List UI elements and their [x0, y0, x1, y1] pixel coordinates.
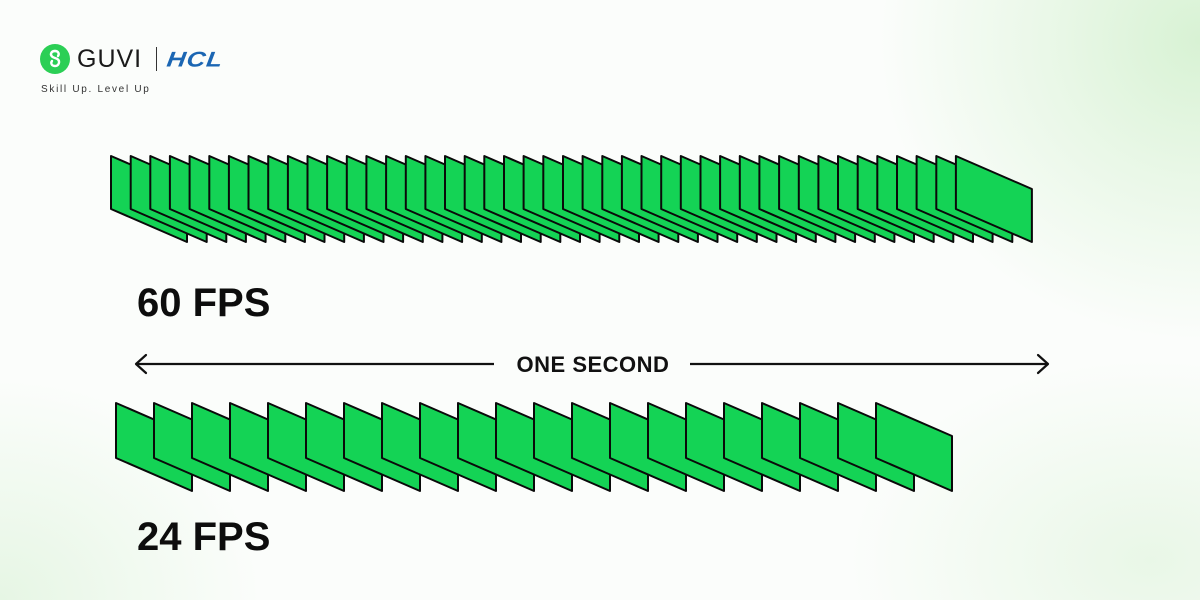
frame-strip-60fps — [110, 155, 1033, 243]
logo-row: GUVI HCL — [40, 40, 320, 78]
guvi-logo-icon — [40, 44, 70, 74]
brand-name: GUVI — [77, 44, 143, 73]
one-second-arrow: ONE SECOND — [134, 352, 1050, 377]
fps-label-24: 24 FPS — [137, 515, 270, 559]
arrow-head-right-icon — [1036, 353, 1050, 375]
span-label: ONE SECOND — [517, 352, 670, 377]
brand-tagline: Skill Up. Level Up — [41, 84, 151, 95]
frame-card — [954, 155, 1033, 243]
frame-card — [875, 402, 953, 492]
frame-strip-24fps — [115, 402, 953, 492]
arrow-head-left-icon — [134, 353, 148, 375]
brand-logo: GUVI HCL Skill Up. Level Up — [40, 40, 320, 100]
fps-label-60: 60 FPS — [137, 281, 270, 325]
logo-divider — [156, 47, 158, 71]
